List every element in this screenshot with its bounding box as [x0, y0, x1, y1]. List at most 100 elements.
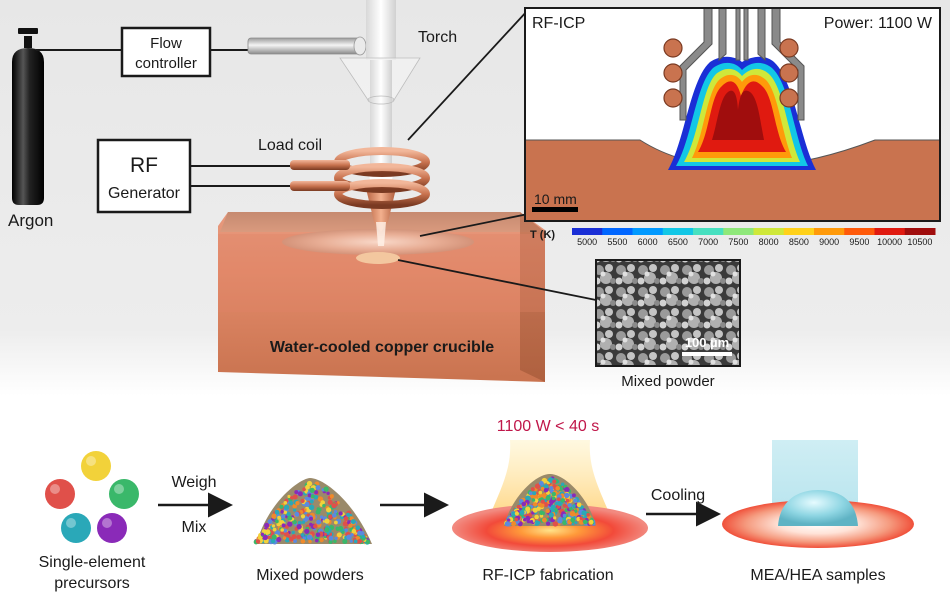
step1-caption-2: precursors	[54, 575, 130, 592]
powder-particle	[525, 506, 531, 512]
powder-particle	[314, 490, 318, 495]
powder-particle	[532, 491, 537, 496]
powder-particle	[272, 527, 277, 532]
powder-particle	[287, 521, 293, 527]
powder-particle	[298, 529, 303, 534]
powder-particle	[560, 482, 565, 487]
powder-particle	[553, 516, 557, 520]
powder-particle	[274, 509, 280, 515]
simulation-inset	[525, 8, 940, 221]
powder-particle	[296, 524, 302, 530]
powder-particle	[284, 504, 290, 510]
mixed-powder-pile	[253, 478, 372, 545]
powder-particle	[309, 522, 313, 527]
powder-particle	[328, 539, 333, 544]
sim-scale-bar	[532, 207, 578, 212]
powder-particle	[287, 494, 291, 499]
powder-particle	[265, 529, 271, 535]
powder-particle	[304, 528, 310, 534]
powder-particle	[514, 511, 520, 516]
powder-particle	[567, 503, 572, 508]
powder-particle	[342, 521, 349, 527]
powder-particle	[549, 499, 555, 505]
powder-particle	[328, 514, 333, 520]
sim-title: RF-ICP	[532, 15, 585, 32]
powder-particle	[292, 519, 297, 525]
arrow1-bottom-label: Mix	[182, 519, 207, 536]
powder-particle	[286, 511, 291, 517]
powder-particle	[296, 534, 301, 540]
powder-particle	[315, 532, 321, 538]
powder-particle	[332, 513, 337, 518]
powder-particle	[271, 524, 276, 528]
powder-particle	[277, 515, 281, 520]
powder-particle	[304, 496, 309, 501]
powder-particle	[315, 485, 321, 491]
sem-leader	[397, 259, 597, 301]
powder-particle	[545, 508, 550, 514]
powder-particle	[579, 516, 583, 520]
colorbar-segment	[693, 228, 724, 235]
powder-particle	[283, 501, 288, 505]
colorbar-segment	[753, 228, 785, 235]
powder-particle	[564, 508, 568, 512]
powder-particle	[334, 536, 338, 540]
powder-particle	[333, 510, 338, 514]
sem-image	[595, 259, 741, 367]
colorbar-tick-label: 9500	[849, 237, 869, 247]
powder-particle	[292, 494, 298, 500]
step1-caption-1: Single-element	[39, 554, 146, 571]
powder-particle	[326, 507, 332, 513]
powder-particle	[516, 504, 521, 509]
powder-particle	[302, 487, 306, 492]
powder-particle	[320, 500, 326, 505]
powder-particle	[542, 517, 547, 523]
powder-particle	[538, 490, 543, 495]
powder-particle	[552, 479, 557, 484]
powder-particle	[355, 525, 361, 530]
powder-particle	[350, 519, 356, 525]
powder-particle	[357, 539, 363, 544]
powder-particle	[336, 532, 342, 538]
gas-inlet-pipe	[247, 37, 361, 55]
colorbar-segment	[572, 228, 603, 235]
powder-particle	[338, 526, 344, 531]
step4-caption: MEA/HEA samples	[750, 567, 885, 584]
hot-plate	[452, 504, 648, 552]
colorbar-segment	[632, 228, 664, 235]
powder-particle	[349, 539, 353, 543]
colorbar-tick-label: 6500	[668, 237, 688, 247]
powder-particle	[329, 494, 334, 499]
powder-particle	[281, 514, 286, 519]
powder-particle	[280, 530, 285, 535]
powder-particle	[563, 503, 567, 508]
powder-particle	[280, 528, 285, 532]
powder-particle	[554, 502, 558, 506]
powder-particle	[557, 518, 563, 524]
powder-particle	[555, 486, 560, 491]
powder-particle	[525, 515, 530, 520]
powder-particle	[334, 520, 338, 525]
powder-particle	[271, 513, 277, 519]
powder-particle	[543, 484, 549, 489]
colorbar-tick-label: 10000	[877, 237, 902, 247]
powder-particle	[276, 536, 282, 543]
load-coil	[290, 147, 430, 209]
powder-particle	[545, 495, 551, 501]
simulation-frame	[524, 7, 941, 222]
sem-caption: Mixed powder	[621, 373, 714, 390]
rf-generator-label-2: Generator	[108, 185, 181, 202]
sem-scale-bar	[682, 352, 732, 356]
powder-particle	[572, 504, 576, 508]
powder-particle	[552, 484, 556, 488]
powder-particle	[291, 530, 295, 535]
sample-stage	[722, 440, 914, 548]
powder-particle	[267, 535, 271, 540]
powder-particle	[262, 534, 268, 541]
fabrication-powder	[503, 474, 596, 527]
powder-particle	[569, 511, 576, 517]
powder-particle	[549, 486, 554, 490]
powder-particle	[292, 503, 298, 509]
colorbar-tick-label: 8500	[789, 237, 809, 247]
powder-particle	[514, 517, 518, 522]
